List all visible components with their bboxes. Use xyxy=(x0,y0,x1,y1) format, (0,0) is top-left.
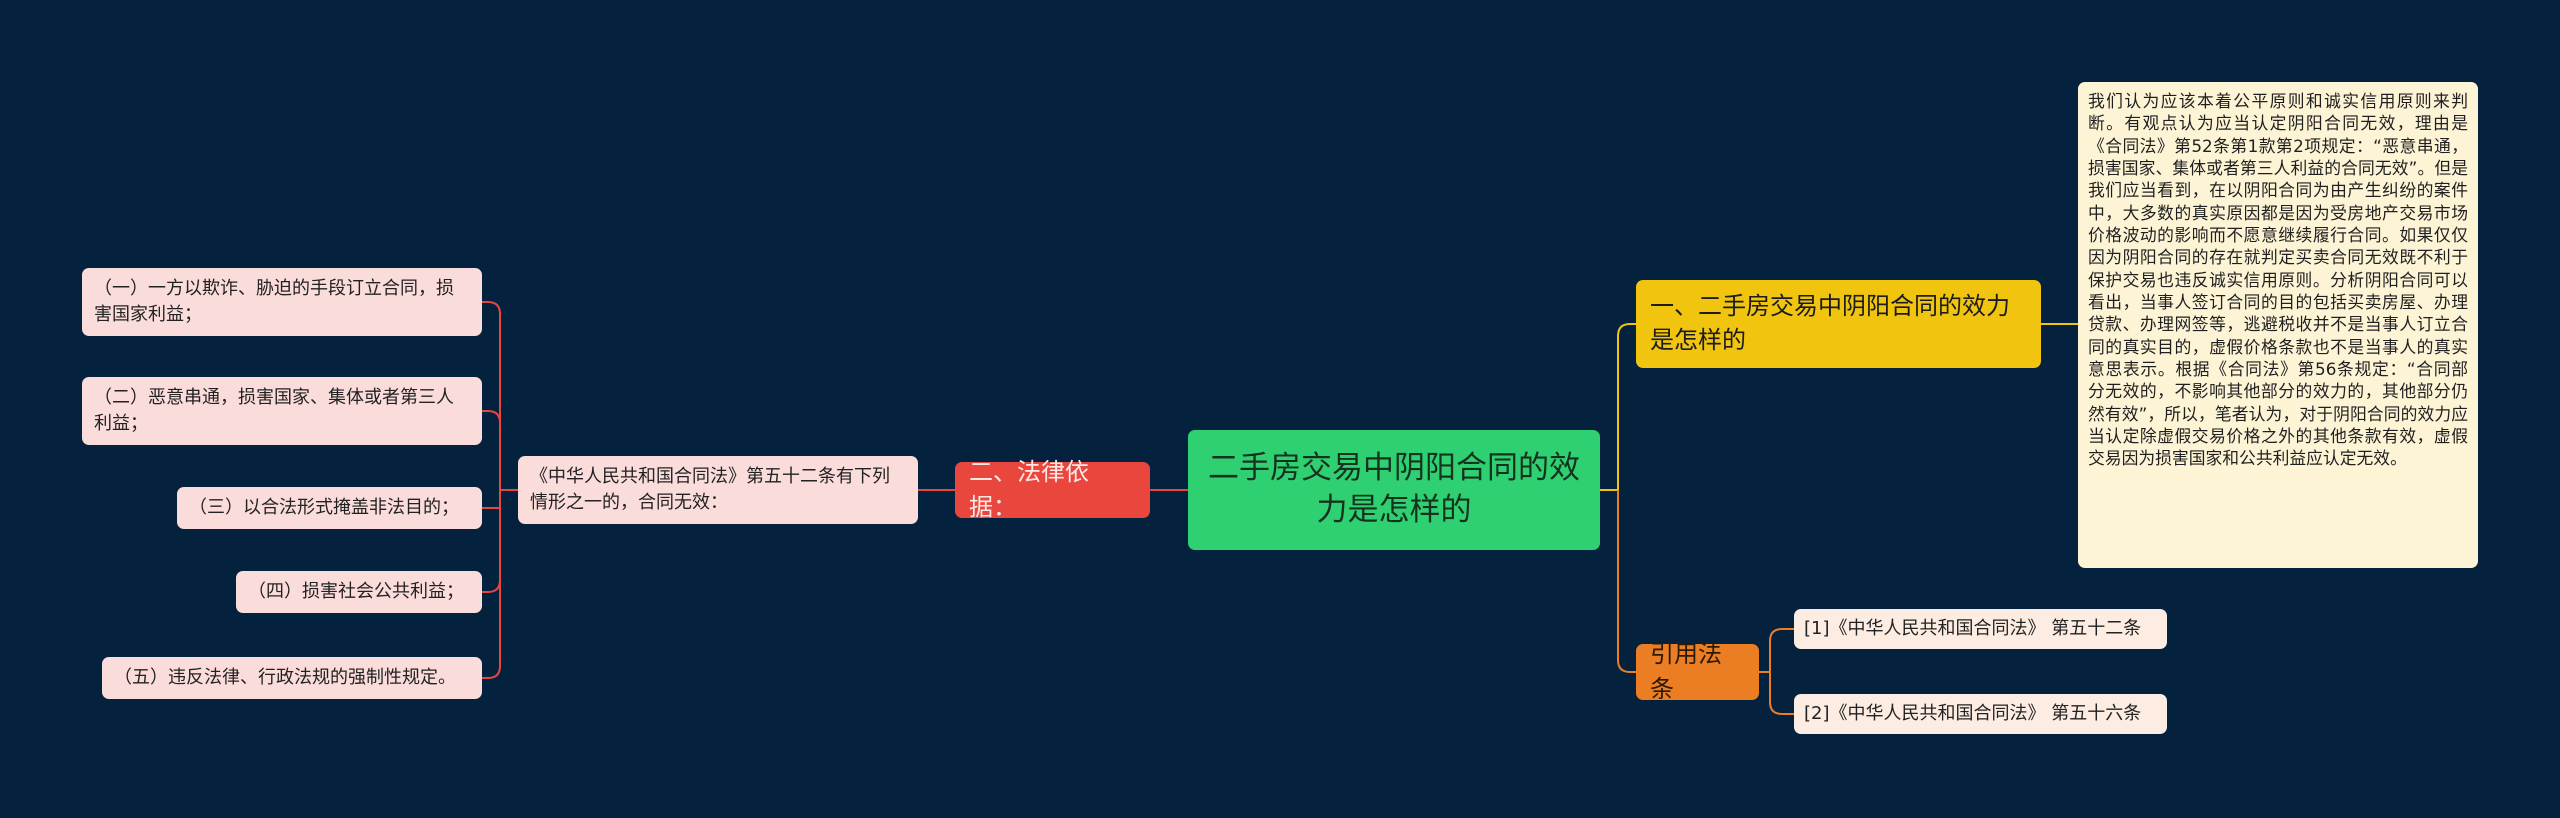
legal-basis-item-text: （四）损害社会公共利益； xyxy=(248,580,464,602)
legal-basis-item-4[interactable]: （四）损害社会公共利益； xyxy=(236,571,482,613)
branch-validity[interactable]: 一、二手房交易中阴阳合同的效力是怎样的 xyxy=(1636,280,2041,368)
link-item-5 xyxy=(482,490,501,679)
branch-references-label: 引用法条 xyxy=(1650,640,1722,703)
link-item-4 xyxy=(482,490,501,593)
legal-basis-item-5[interactable]: （五）违反法律、行政法规的强制性规定。 xyxy=(102,657,482,699)
link-item-2 xyxy=(482,410,501,490)
validity-detail-text: 我们认为应该本着公平原则和诚实信用原则来判断。有观点认为应当认定阴阳合同无效，理… xyxy=(2088,91,2468,469)
link-item-3 xyxy=(482,490,501,509)
reference-item-1[interactable]: [1]《中华人民共和国合同法》 第五十二条 xyxy=(1794,609,2167,649)
legal-basis-item-text: （三）以合法形式掩盖非法目的； xyxy=(189,496,459,518)
branch-legal-basis[interactable]: 二、法律依据： xyxy=(955,458,1150,521)
legal-basis-article-text: 《中华人民共和国合同法》第五十二条有下列情形之一的，合同无效： xyxy=(530,465,890,513)
legal-basis-item-3[interactable]: （三）以合法形式掩盖非法目的； xyxy=(177,487,482,529)
reference-item-2[interactable]: [2]《中华人民共和国合同法》 第五十六条 xyxy=(1794,694,2167,734)
legal-basis-item-2[interactable]: （二）恶意串通，损害国家、集体或者第三人利益； xyxy=(82,377,482,445)
link-ref-2 xyxy=(1769,672,1794,715)
legal-basis-item-1[interactable]: （一）一方以欺诈、胁迫的手段订立合同，损害国家利益； xyxy=(82,268,482,336)
link-item-1 xyxy=(482,301,501,490)
link-root-validity xyxy=(1617,323,1636,490)
link-root-references xyxy=(1617,490,1636,673)
root-topic[interactable]: 二手房交易中阴阳合同的效力是怎样的 xyxy=(1188,430,1600,550)
branch-validity-label: 一、二手房交易中阴阳合同的效力是怎样的 xyxy=(1650,292,2010,354)
link-ref-1 xyxy=(1769,628,1794,672)
root-topic-label: 二手房交易中阴阳合同的效力是怎样的 xyxy=(1208,450,1580,528)
legal-basis-item-text: （一）一方以欺诈、胁迫的手段订立合同，损害国家利益； xyxy=(94,277,454,325)
legal-basis-item-text: （二）恶意串通，损害国家、集体或者第三人利益； xyxy=(94,386,454,434)
branch-legal-basis-label: 二、法律依据： xyxy=(969,458,1089,521)
legal-basis-article[interactable]: 《中华人民共和国合同法》第五十二条有下列情形之一的，合同无效： xyxy=(518,456,918,524)
branch-references[interactable]: 引用法条 xyxy=(1636,640,1759,703)
validity-detail[interactable]: 我们认为应该本着公平原则和诚实信用原则来判断。有观点认为应当认定阴阳合同无效，理… xyxy=(2078,82,2478,568)
reference-item-text: [2]《中华人民共和国合同法》 第五十六条 xyxy=(1804,702,2142,724)
reference-item-text: [1]《中华人民共和国合同法》 第五十二条 xyxy=(1804,617,2142,639)
legal-basis-item-text: （五）违反法律、行政法规的强制性规定。 xyxy=(114,666,456,688)
